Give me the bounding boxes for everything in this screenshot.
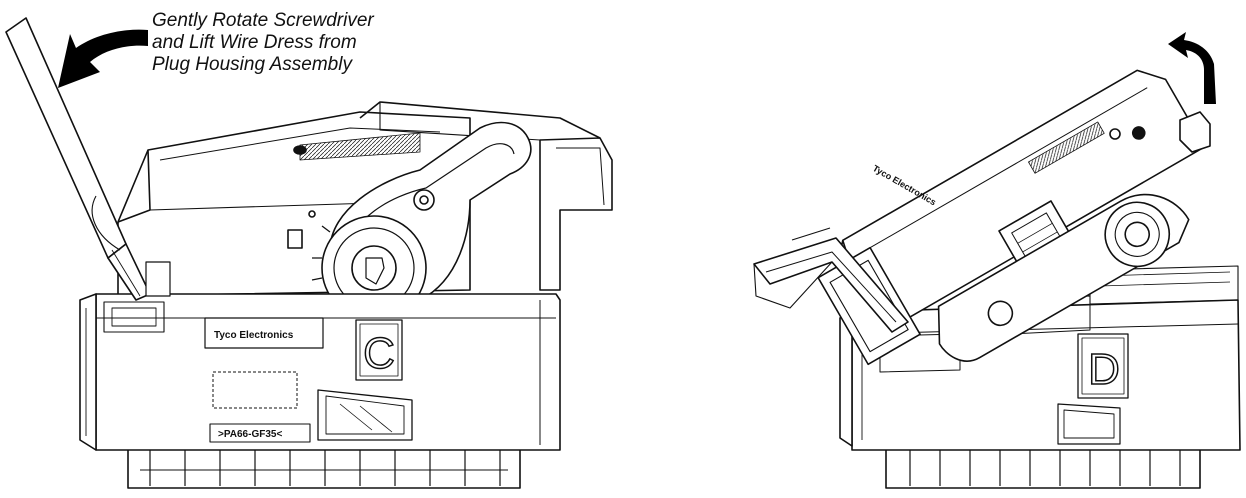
instruction-line-3: Plug Housing Assembly — [152, 54, 352, 75]
left-brand-text: Tyco Electronics — [214, 330, 294, 341]
left-connector — [5, 17, 613, 489]
right-wire-dress-frame — [753, 111, 1211, 333]
instruction-caption: Gently Rotate Screwdriver and Lift Wire … — [152, 10, 452, 76]
right-connector — [753, 69, 1241, 489]
right-brand-text: Tyco Electronics — [871, 163, 938, 207]
right-rotate-arrow — [1168, 32, 1216, 104]
left-main-housing — [79, 293, 561, 451]
right-tilted-cover — [817, 69, 1206, 366]
instruction-line-1: Gently Rotate Screwdriver — [152, 10, 374, 31]
left-part-label: >PA66-GF35< — [218, 429, 282, 440]
left-brand-label: Tyco Electronics — [214, 330, 294, 341]
left-view-letter: C — [363, 329, 395, 378]
left-side-latch — [359, 101, 613, 291]
instruction-line-2: and Lift Wire Dress from — [152, 32, 357, 53]
left-rotate-arrow — [58, 29, 148, 88]
right-view-letter: D — [1088, 345, 1120, 394]
